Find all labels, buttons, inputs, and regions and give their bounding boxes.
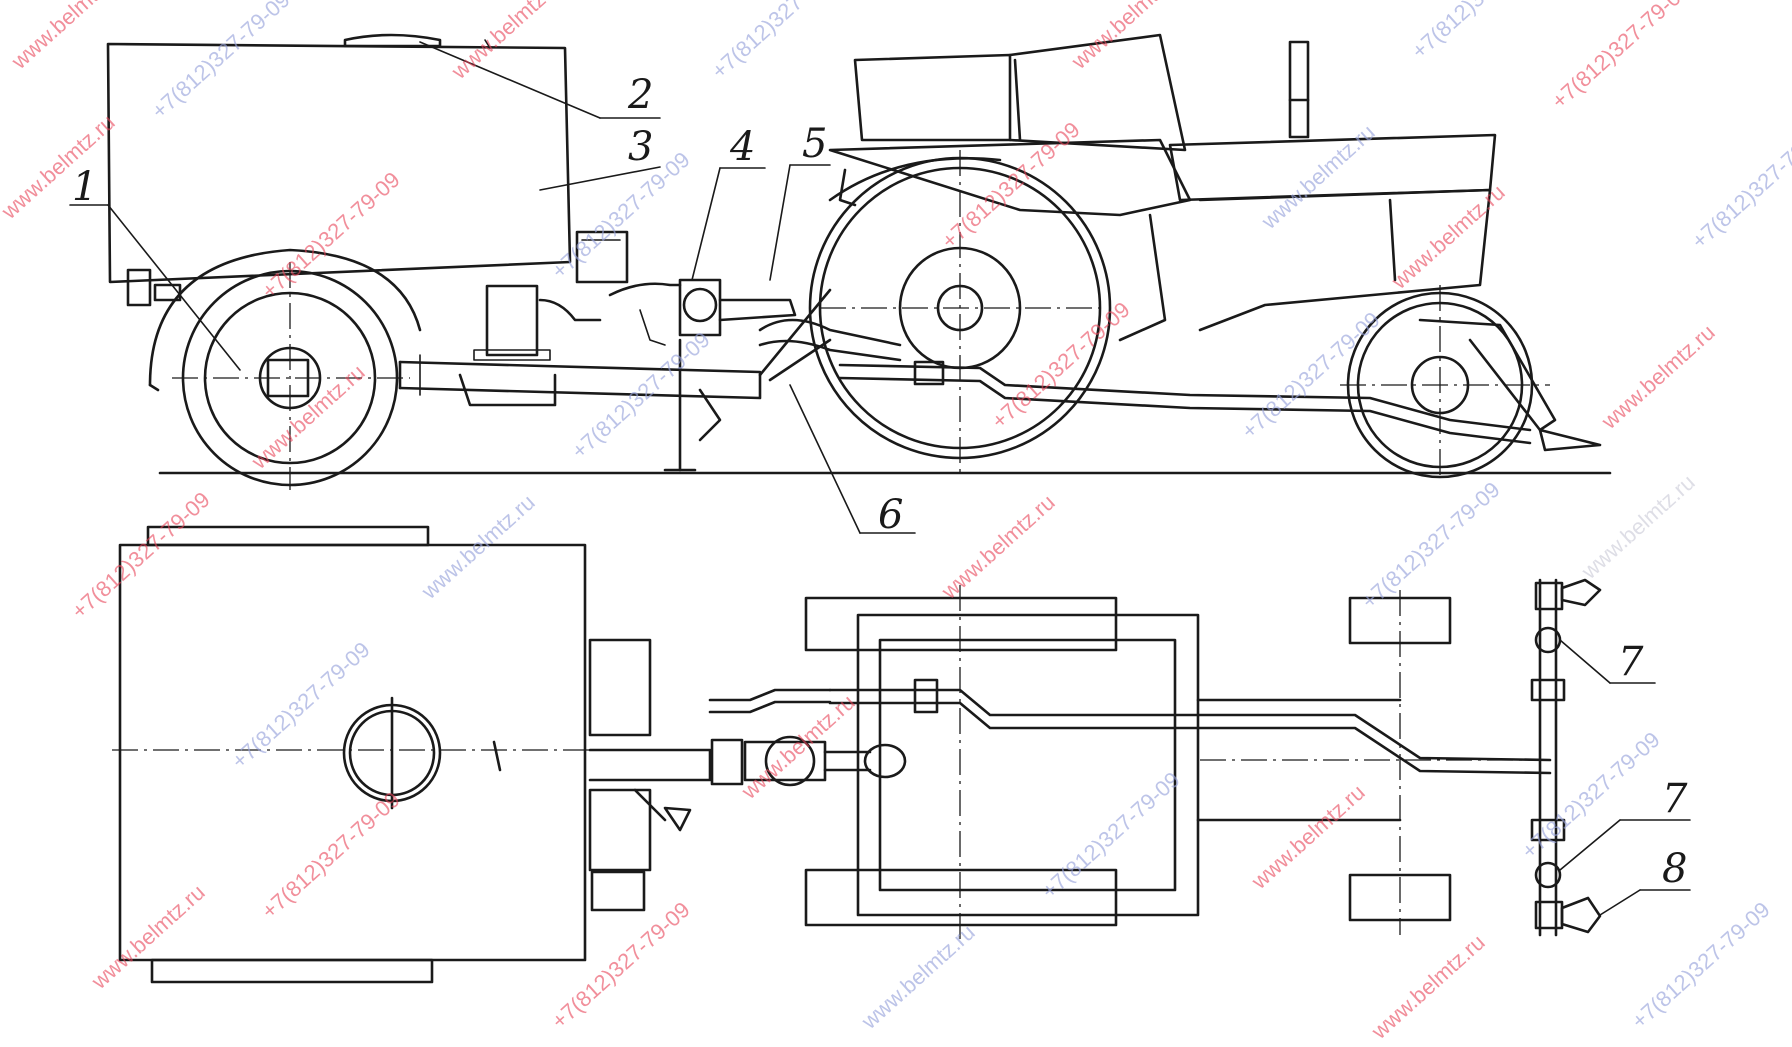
side-view	[106, 33, 1612, 490]
callout-7-lower: 7	[1662, 776, 1688, 822]
watermark-site: www.belmtz.ru	[856, 919, 980, 1034]
callout-1: 1	[72, 164, 97, 210]
trailer-hitch-top	[588, 638, 907, 912]
callout-6: 6	[878, 492, 903, 538]
rear-fittings	[126, 268, 182, 307]
watermark-phone: +7(812)327-79-09	[1627, 897, 1775, 1034]
watermark-phone: +7(812)327-79-09	[1687, 117, 1792, 254]
callout-7-upper: 7	[1618, 639, 1644, 685]
watermark-phone: +7(812)327-79-09	[257, 787, 405, 924]
watermark-site: www.belmtz.ru	[0, 109, 120, 224]
pump-assembly-side	[538, 278, 902, 362]
trailer-frame-side	[398, 338, 762, 472]
top-view	[112, 525, 1602, 984]
link-arm-lower	[768, 338, 832, 382]
spray-boom	[1530, 578, 1602, 937]
callout-5: 5	[802, 121, 827, 167]
watermark-site: www.belmtz.ru	[936, 489, 1060, 604]
watermark-site: www.belmtz.ru	[416, 489, 540, 604]
watermark-site: www.belmtz.ru	[1256, 119, 1380, 234]
tractor-cab-side	[828, 33, 1497, 342]
tractor-front-wheel-side	[1340, 285, 1602, 479]
watermark-phone: +7(812)327-79-09	[257, 167, 405, 304]
callout-3: 3	[628, 124, 653, 170]
link-arm-upper	[758, 288, 832, 377]
watermark-phone: +7(812)327-79-09	[547, 897, 695, 1034]
watermark-site: www.belmtz.ru	[86, 879, 210, 994]
watermark-site: www.belmtz.ru	[1596, 319, 1720, 434]
watermark-phone: +7(812)327-79-09	[1547, 0, 1695, 114]
callout-numbers: 1 2 3 4 5 6 7 7 8	[72, 72, 1688, 892]
callout-leaders	[69, 41, 1691, 916]
watermark-phone: +7(812)327-79-09	[1407, 0, 1555, 64]
watermark-site: www.belmtz.ru	[1366, 929, 1490, 1044]
watermark-site: www.belmtz.ru	[6, 0, 130, 74]
tank-top	[112, 525, 600, 984]
watermark-phone: +7(812)327-79-09	[1357, 477, 1505, 614]
tractor-wheels-top	[804, 585, 1452, 940]
watermark-phone: +7(812)327-79-09	[147, 0, 295, 124]
callout-8: 8	[1662, 846, 1687, 892]
tractor-rear-wheel-side	[808, 150, 1112, 475]
pipeline-top	[828, 688, 1552, 762]
watermark-phone: +7(812)327-79-09	[1237, 307, 1385, 444]
tank-side	[106, 33, 629, 361]
watermark-site: www.belmtz.ru	[1386, 179, 1510, 294]
watermark-site: www.belmtz.ru	[1576, 469, 1700, 584]
watermark-site: www.belmtz.ru	[736, 689, 860, 804]
pipeline-side	[838, 363, 1532, 432]
watermark-phone: +7(812)327-79-09	[67, 487, 215, 624]
trailer-wheel-side	[148, 248, 422, 490]
callout-2: 2	[627, 72, 653, 118]
watermark-phone: +7(812)327-79-09	[227, 637, 375, 774]
watermark-phone: +7(812)327-79-09	[987, 297, 1135, 434]
watermark-phone: +7(812)327-79-09	[1037, 767, 1185, 904]
callout-4: 4	[729, 124, 755, 170]
watermark-site: www.belmtz.ru	[446, 0, 570, 84]
watermark-site: www.belmtz.ru	[1066, 0, 1190, 74]
watermark-phone: +7(812)327-79-09	[707, 0, 855, 84]
